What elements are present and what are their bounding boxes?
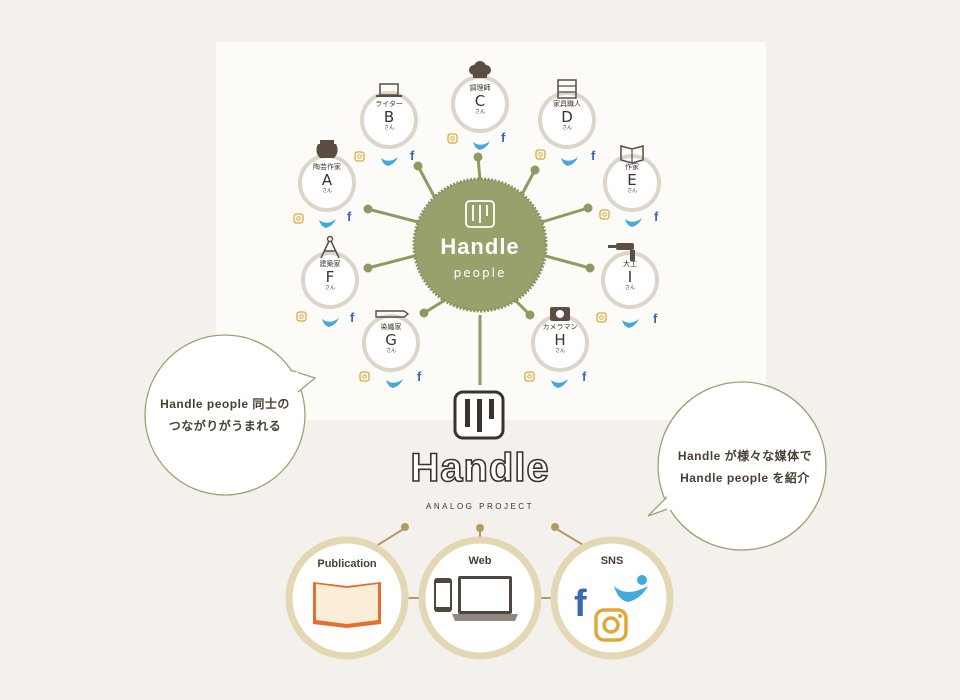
person-role: 染織家 [380, 323, 402, 331]
pencil-icon [375, 310, 410, 318]
person-san: さん [561, 125, 572, 131]
person-san: さん [321, 188, 332, 194]
person-b[interactable]: ライター B さん [359, 100, 419, 131]
left-bubble-line2: つながりがうまれる [168, 419, 282, 433]
person-san: さん [383, 125, 394, 131]
person-social-icons: f f f f f f f f f [293, 130, 659, 388]
person-role: 家具職人 [553, 100, 581, 108]
person-role: 大工 [623, 260, 637, 268]
person-letter: A [321, 171, 333, 189]
svg-text:f: f [653, 311, 658, 326]
cabinet-icon [557, 79, 577, 99]
person-san: さん [554, 348, 565, 354]
person-letter: E [627, 171, 637, 189]
compass-icon [320, 235, 340, 259]
svg-text:f: f [347, 209, 352, 224]
person-e[interactable]: 作家 E さん [602, 163, 662, 194]
person-letter: C [474, 92, 486, 110]
person-letter: F [325, 268, 335, 286]
person-i[interactable]: 大工 I さん [600, 260, 660, 291]
media-label-publication: Publication [317, 558, 377, 570]
right-bubble-line1: Handle が様々な媒体で [677, 449, 813, 463]
person-f[interactable]: 建築家 F さん [300, 260, 360, 291]
media-label-web: Web [468, 555, 492, 567]
handle-logo-icon [453, 390, 505, 440]
left-speech-bubble [144, 334, 317, 496]
hub-title: Handle [440, 234, 520, 259]
person-d[interactable]: 家具職人 D さん [537, 100, 597, 131]
person-letter: I [627, 268, 633, 286]
person-san: さん [626, 188, 637, 194]
left-bubble-line1: Handle people 同士の [160, 397, 290, 411]
laptop-device-icon [452, 576, 518, 621]
person-g[interactable]: 染織家 G さん [361, 323, 421, 354]
person-letter: D [561, 108, 573, 126]
right-speech-bubble [647, 381, 827, 551]
hub-logo-icon [465, 200, 495, 228]
person-san: さん [624, 285, 635, 291]
logo-title: Handle [410, 445, 550, 491]
person-san: さん [385, 348, 396, 354]
person-a[interactable]: 陶芸作家 A さん [297, 163, 357, 194]
person-letter: G [385, 331, 397, 349]
drill-icon [608, 243, 635, 261]
logo-tagline: ANALOG PROJECT [426, 502, 534, 511]
person-role: ライター [375, 100, 403, 108]
phone-icon [434, 578, 452, 612]
twitter-bird-icon [614, 575, 648, 602]
right-bubble-line2: Handle people を紹介 [680, 471, 810, 485]
person-role: カメラマン [542, 323, 578, 331]
person-san: さん [324, 285, 335, 291]
camera-icon [550, 307, 570, 321]
facebook-f-icon: f [574, 583, 587, 625]
instagram-icon [594, 608, 628, 642]
person-letter: B [383, 108, 395, 126]
svg-text:f: f [410, 148, 415, 163]
hub-subtitle: people [453, 266, 507, 280]
open-book-icon [313, 582, 381, 628]
person-role: 陶芸作家 [313, 163, 341, 171]
svg-text:f: f [654, 209, 659, 224]
person-role: 建築家 [319, 260, 341, 268]
svg-text:f: f [350, 310, 355, 325]
hub-circle [412, 177, 548, 313]
svg-text:f: f [417, 369, 422, 384]
svg-text:f: f [591, 148, 596, 163]
svg-text:f: f [501, 130, 506, 145]
person-c[interactable]: 調理師 C さん [450, 84, 510, 115]
vase-icon [316, 140, 338, 158]
person-h[interactable]: カメラマン H さん [530, 323, 590, 354]
chef-hat-icon [469, 61, 491, 78]
laptop-icon [376, 83, 402, 97]
right-bubble-text: Handle が様々な媒体で Handle people を紹介 [660, 445, 830, 489]
media-label-sns: SNS [600, 555, 624, 567]
svg-text:f: f [582, 369, 587, 384]
person-san: さん [474, 109, 485, 115]
book-icon [620, 145, 644, 164]
person-role: 作家 [625, 163, 639, 171]
left-bubble-text: Handle people 同士の つながりがうまれる [145, 393, 305, 437]
person-letter: H [554, 331, 566, 349]
hub-spokes [363, 152, 595, 385]
person-role: 調理師 [469, 84, 491, 92]
